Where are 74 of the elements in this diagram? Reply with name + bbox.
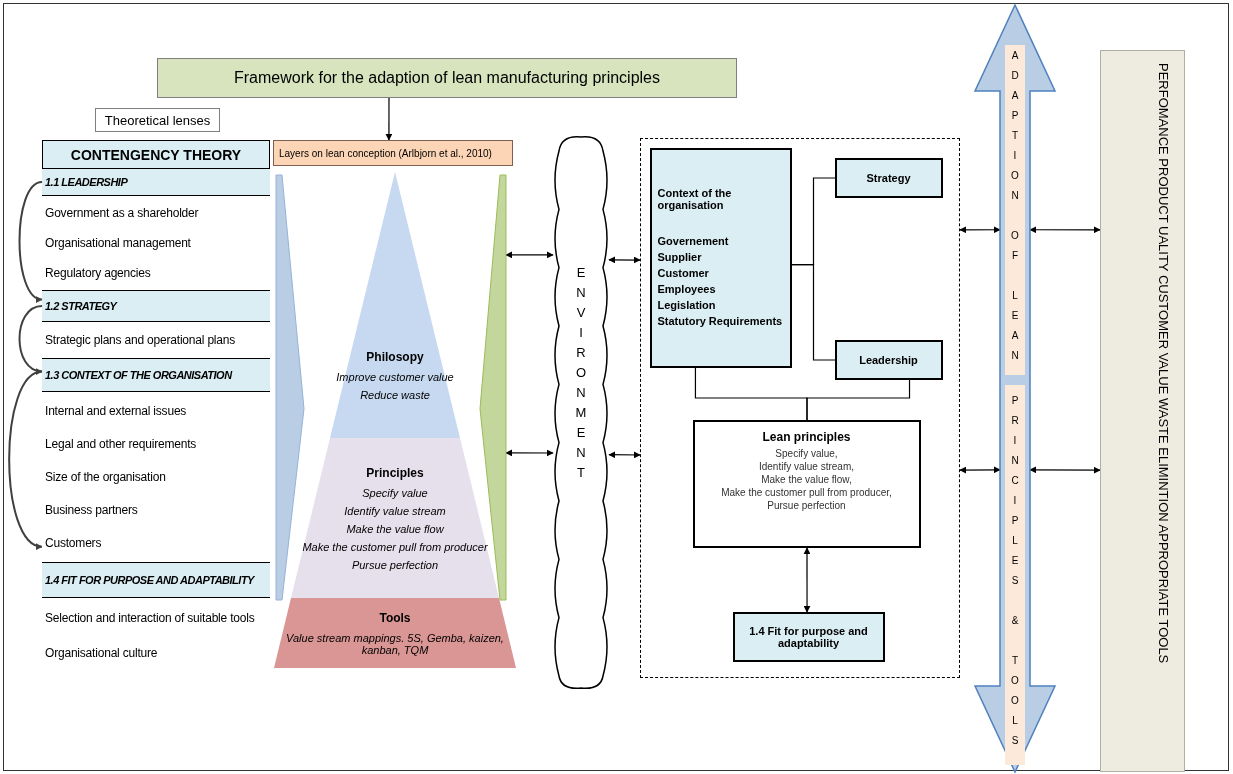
double-arrow (505, 449, 554, 457)
list-item: Supplier (657, 250, 703, 263)
process-box: 1.4 Fit for purpose and adaptability (732, 611, 885, 662)
section-heading: 1.3 CONTEXT OF THE ORGANISATION (42, 358, 270, 392)
pyramid-layer (274, 598, 516, 668)
vertical-label: ENVIRONMENT (573, 265, 589, 485)
curved-arrow (18, 305, 43, 374)
box-heading: Tools (379, 611, 411, 625)
label-box: Layers on lean conception (Arlbjorn et al., 2010) (273, 140, 513, 166)
box-heading: Principles (366, 466, 424, 480)
section-heading: 1.2 STRATEGY (42, 290, 270, 322)
list-item: Business partners (45, 503, 139, 518)
box-heading: Philosopy (366, 350, 424, 364)
bracket-line (806, 379, 911, 421)
list-item: Make the customer pull from producer (302, 541, 488, 553)
pyramid-layer (291, 438, 499, 598)
section-heading: 1.4 FIT FOR PURPOSE AND ADAPTABILITY (42, 562, 270, 598)
vertical-label: ADAPTION OF LEAN (1005, 45, 1025, 375)
vertical-text-box: PERFOMANCE PRODUCT UALITY CUSTOMER VALUE WASTE ELIMINTION APPROPRIATE TOOLS (1100, 50, 1185, 772)
list-item: Make the value flow, (761, 473, 852, 485)
list-item: Identify value stream (344, 505, 446, 517)
dashed-frame (640, 138, 960, 678)
list-item: Statutory Requirements (657, 314, 784, 327)
bracket-line (791, 264, 836, 361)
list-item: Legal and other requirements (45, 436, 198, 451)
box-heading: Context of the organisation (657, 186, 733, 211)
double-arrow (608, 451, 641, 459)
list-item: Customers (45, 536, 103, 551)
list-item: Specify value, (775, 447, 838, 459)
double-arrow (1029, 226, 1101, 234)
process-box: Strategy (834, 157, 943, 198)
box-heading: Lean principles (762, 429, 851, 444)
list-item: Make the value flow (346, 523, 444, 535)
list-item: Organisational culture (45, 645, 159, 660)
double-arrow (959, 226, 1001, 234)
process-box: Leadership (834, 339, 943, 380)
double-arrow-shape (975, 5, 1055, 772)
list-item: Reduce waste (360, 389, 430, 401)
list-item: Selection and interaction of suitable tools (45, 610, 256, 625)
label-box: Theoretical lenses (95, 108, 220, 132)
double-arrow (803, 547, 811, 613)
section-heading: 1.1 LEADERSHIP (42, 168, 270, 196)
list-item: Make the customer pull from producer, (721, 486, 892, 498)
list-item: Identify value stream, (758, 460, 854, 472)
section-body: Strategic plans and operational plans (42, 322, 270, 358)
list-item: Specify value (362, 487, 428, 499)
list-item: Organisational management (45, 236, 192, 250)
list-item: Customer (657, 266, 710, 279)
list-item: Size of the organisation (45, 469, 167, 484)
process-box (692, 419, 921, 548)
double-arrow (1029, 466, 1101, 474)
arrow (385, 97, 393, 141)
double-arrow (505, 251, 554, 259)
process-box (649, 147, 792, 368)
list-item: Employees (657, 282, 717, 295)
pyramid-layer (330, 172, 460, 438)
vertical-label: PRINCIPLES & TOOLS (1005, 385, 1025, 765)
list-item: Improve customer value (336, 371, 454, 383)
double-arrow (608, 256, 641, 264)
chevron-shape (276, 175, 304, 600)
list-item: Regulatory agencies (45, 266, 152, 280)
title-box: Framework for the adaption of lean manufacturing principles (157, 58, 737, 98)
list-item: Value stream mappings. 5S, Gemba, kaizen, kanban, TQM (285, 632, 505, 656)
list-item: Legislation (657, 298, 717, 311)
list-item: Pursue perfection (767, 499, 846, 511)
list-item: Internal and external issues (45, 403, 188, 418)
list-item: Government as a shareholder (45, 206, 200, 220)
curved-arrow (18, 181, 43, 301)
cloud-shape (553, 135, 609, 690)
list-item: Pursue perfection (351, 559, 439, 571)
double-arrow (959, 466, 1001, 474)
list-item: Governement (657, 234, 730, 247)
table-heading: CONTENGENCY THEORY (69, 146, 243, 165)
curved-arrow (8, 370, 43, 548)
